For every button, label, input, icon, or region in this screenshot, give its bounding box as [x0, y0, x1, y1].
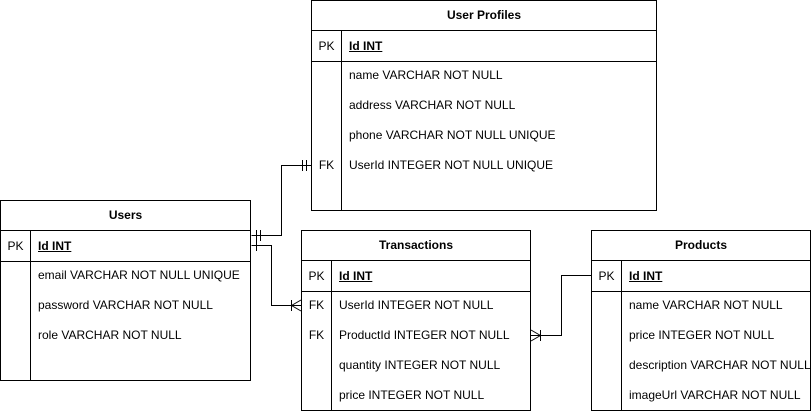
table-transactions[interactable]: Transactions PK Id INT FK UserId INTEGER… — [301, 230, 531, 411]
pk-row: PK Id INT — [1, 231, 250, 262]
pk-label: PK — [7, 239, 24, 253]
field-row: email VARCHAR NOT NULL UNIQUE — [38, 268, 240, 282]
field-row: description VARCHAR NOT NULL — [629, 358, 811, 372]
fk-label: FK — [318, 158, 335, 172]
table-title: User Profiles — [312, 1, 656, 31]
field-row: price INTEGER NOT NULL — [629, 328, 775, 342]
pk-field: Id INT — [339, 269, 373, 283]
field-row: quantity INTEGER NOT NULL — [339, 358, 501, 372]
pk-row: PK Id INT — [302, 261, 530, 292]
pk-field: Id INT — [38, 239, 72, 253]
connector-users-user-profiles — [251, 165, 311, 236]
field-row: name VARCHAR NOT NULL — [349, 68, 503, 82]
table-title: Users — [1, 201, 250, 231]
table-users[interactable]: Users PK Id INT email VARCHAR NOT NULL U… — [0, 200, 251, 381]
field-row: ProductId INTEGER NOT NULL — [339, 328, 510, 342]
table-title: Transactions — [302, 231, 530, 261]
pk-field: Id INT — [349, 39, 383, 53]
connector-products-transactions — [531, 275, 591, 336]
field-row: UserId INTEGER NOT NULL — [339, 298, 494, 312]
table-title: Products — [592, 231, 810, 261]
field-row: imageUrl VARCHAR NOT NULL — [629, 388, 801, 402]
field-row: name VARCHAR NOT NULL — [629, 298, 783, 312]
table-products[interactable]: Products PK Id INT name VARCHAR NOT NULL… — [591, 230, 811, 411]
field-row: phone VARCHAR NOT NULL UNIQUE — [349, 128, 556, 142]
pk-label: PK — [318, 39, 335, 53]
pk-row: PK Id INT — [312, 31, 656, 62]
field-row: price INTEGER NOT NULL — [339, 388, 485, 402]
field-row: password VARCHAR NOT NULL — [38, 298, 213, 312]
pk-row: PK Id INT — [592, 261, 810, 292]
field-row: address VARCHAR NOT NULL — [349, 98, 516, 112]
field-row: role VARCHAR NOT NULL — [38, 328, 182, 342]
connector-users-transactions — [251, 245, 301, 306]
pk-label: PK — [308, 269, 325, 283]
pk-label: PK — [598, 269, 615, 283]
fk-label: FK — [308, 298, 325, 312]
fk-label: FK — [308, 328, 325, 342]
pk-field: Id INT — [629, 269, 663, 283]
field-row: UserId INTEGER NOT NULL UNIQUE — [349, 158, 554, 172]
table-user-profiles[interactable]: User Profiles PK Id INT name VARCHAR NOT… — [311, 0, 657, 211]
